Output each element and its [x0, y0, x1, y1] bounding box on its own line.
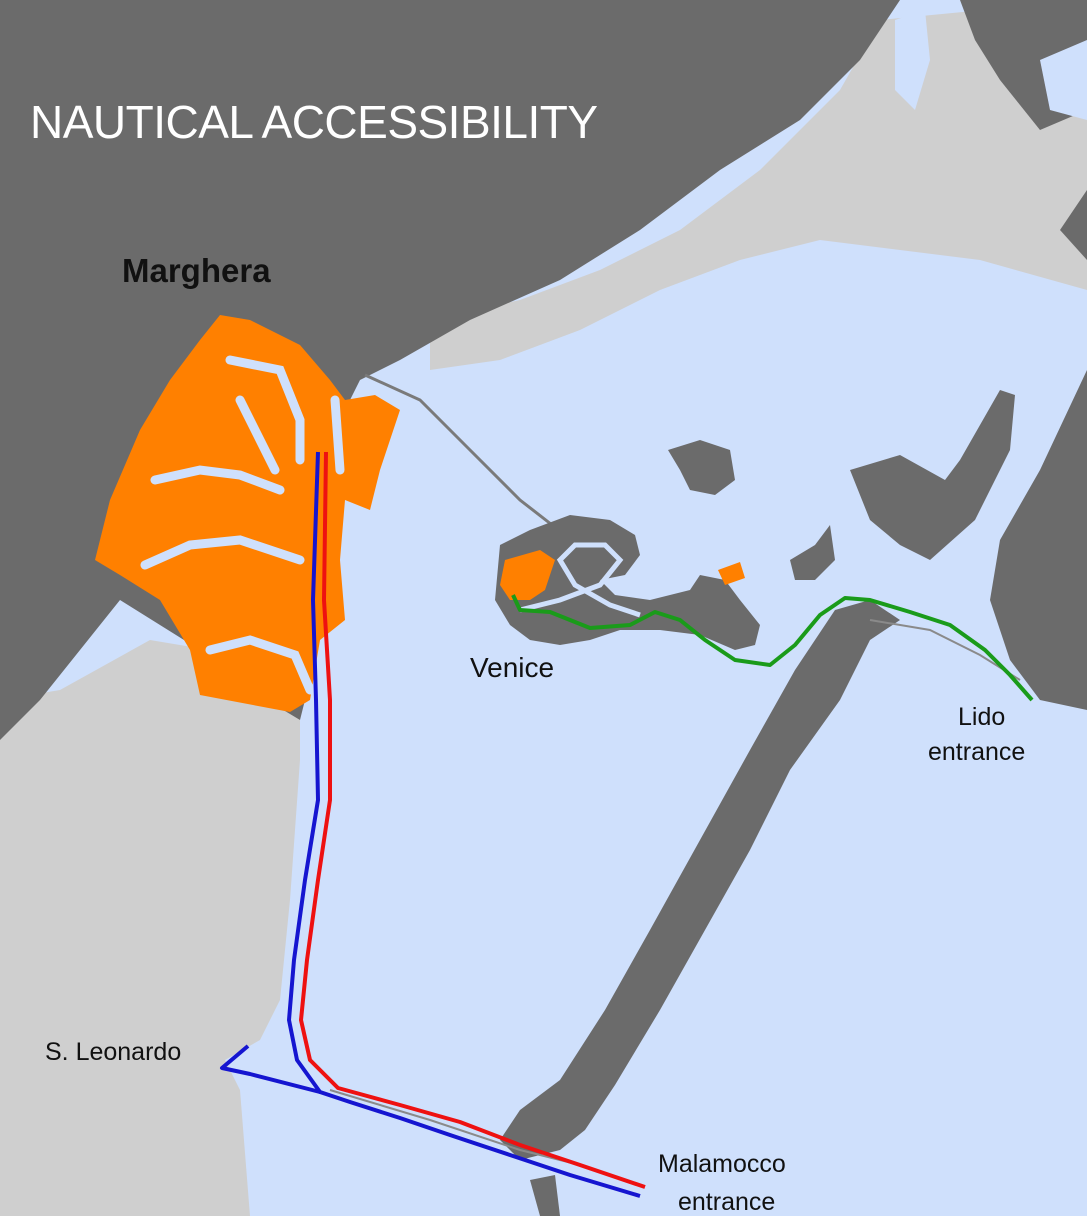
route-red	[299, 451, 646, 1189]
route-green	[511, 594, 1034, 702]
label-lido-line2: entrance	[928, 738, 1025, 766]
lake-northeast-2	[1040, 40, 1087, 120]
mainland-light-northeast	[430, 0, 1087, 370]
island-east-1	[790, 525, 835, 580]
grand-canal	[519, 542, 641, 618]
land-patch-northeast-2	[1060, 190, 1087, 260]
label-marghera: Marghera	[122, 252, 271, 289]
pellestrina-tip	[530, 1175, 560, 1216]
island-murano	[668, 440, 735, 495]
lake-northeast-1	[895, 10, 930, 110]
mainland-light-west	[0, 640, 300, 1216]
label-lido-line1: Lido	[958, 703, 1005, 731]
label-malamocco-line2: entrance	[678, 1188, 775, 1216]
lido-island	[500, 600, 900, 1160]
label-malamocco-line1: Malamocco	[658, 1150, 786, 1178]
venice-port	[500, 550, 555, 600]
venice-port-east	[718, 562, 745, 585]
causeway	[364, 373, 566, 537]
route-blue	[287, 451, 641, 1198]
marghera-channels	[140, 355, 345, 695]
island-east-2	[850, 390, 1015, 560]
label-leonardo: S. Leonardo	[45, 1038, 181, 1066]
map-title: NAUTICAL ACCESSIBILITY	[30, 96, 598, 148]
route-blue-leonardo	[220, 1044, 321, 1094]
label-venice: Venice	[470, 652, 554, 683]
east-coast	[990, 370, 1087, 710]
